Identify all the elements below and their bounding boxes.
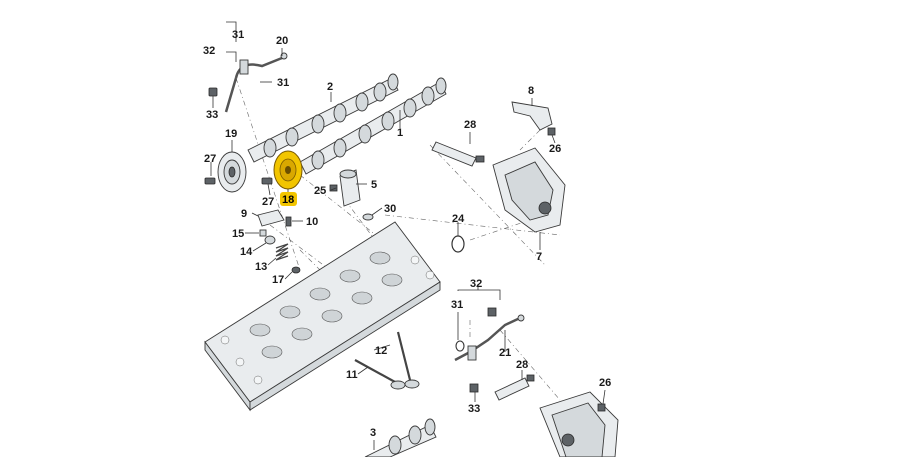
callout-3: 3	[370, 427, 376, 439]
rocker-9	[257, 209, 285, 227]
seal-31-lower	[455, 340, 465, 352]
cap-15	[259, 229, 267, 237]
callout-2: 2	[327, 81, 333, 93]
callout-13: 13	[255, 261, 267, 273]
callout-31-mid: 31	[277, 77, 289, 89]
callout-30: 30	[384, 203, 396, 215]
sprocket-19	[217, 151, 247, 193]
callout-21: 21	[499, 347, 511, 359]
callout-27-center: 27	[262, 196, 274, 208]
bolt-32-lower	[487, 307, 497, 317]
sealant-tube-28-bottom	[494, 374, 535, 401]
bolt-27-left	[204, 177, 216, 185]
callout-15: 15	[232, 228, 244, 240]
callout-labels: 31 32 20 31 33 2 1 19 27 27 18 5 25 30 9…	[203, 29, 611, 439]
cylinder-head	[204, 221, 441, 412]
spring-13	[275, 243, 289, 261]
leader-lines	[210, 21, 606, 450]
bracket-8	[511, 101, 553, 131]
callout-25: 25	[314, 185, 326, 197]
bolt-26-lower	[597, 403, 606, 412]
callout-33-lower: 33	[468, 403, 480, 415]
pin-10	[285, 216, 292, 227]
bolt-25	[329, 184, 338, 192]
callout-5: 5	[371, 179, 377, 191]
callout-31-lower: 31	[451, 299, 463, 311]
camshaft-lower	[299, 77, 447, 175]
callout-7: 7	[536, 251, 542, 263]
callout-10: 10	[306, 216, 318, 228]
callout-17: 17	[272, 274, 284, 286]
callout-19: 19	[225, 128, 237, 140]
seal-17	[291, 266, 301, 274]
callout-20: 20	[276, 35, 288, 47]
callout-31-top: 31	[232, 29, 244, 41]
callout-11: 11	[346, 369, 358, 381]
actuator-5	[339, 169, 361, 207]
bolt-33-top	[208, 87, 218, 97]
cotter-14	[264, 235, 276, 245]
bolt-27-center	[261, 177, 273, 185]
callout-32-top: 32	[203, 45, 215, 57]
seal-30	[362, 213, 374, 221]
camshaft-upper	[247, 73, 399, 163]
callout-14: 14	[240, 246, 253, 258]
housing-7	[492, 147, 566, 233]
oil-pipe-21	[454, 314, 525, 362]
callout-32-lower: 32	[470, 278, 482, 290]
valve-11	[354, 359, 406, 390]
callout-1: 1	[397, 127, 403, 139]
housing-lower	[539, 391, 619, 458]
oil-pipe-20	[224, 52, 288, 113]
callout-27-left: 27	[204, 153, 216, 165]
callout-24: 24	[452, 213, 465, 225]
camshaft-bottom	[364, 418, 437, 458]
callout-8: 8	[528, 85, 534, 97]
valve-12	[396, 331, 420, 389]
callout-28-top: 28	[464, 119, 476, 131]
bolt-33-lower	[469, 383, 479, 393]
sealant-tube-28-top	[431, 141, 485, 167]
callout-12: 12	[375, 345, 387, 357]
callout-28-bottom: 28	[516, 359, 528, 371]
callout-9: 9	[241, 208, 247, 220]
callout-26-lower: 26	[599, 377, 611, 389]
callout-18: 18	[282, 194, 294, 206]
callout-33-top: 33	[206, 109, 218, 121]
o-ring-24	[451, 235, 465, 253]
callout-26-top: 26	[549, 143, 561, 155]
bolt-26-top	[547, 127, 556, 136]
callout-18-highlight	[280, 192, 297, 206]
sprocket-18-highlighted	[273, 150, 303, 190]
